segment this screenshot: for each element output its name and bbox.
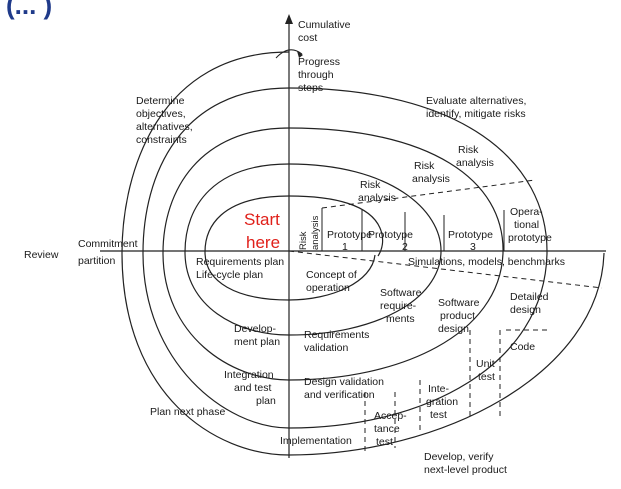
risk-analysis-2a: Risk	[414, 160, 435, 172]
risk-vertical-2: analysis	[310, 215, 321, 250]
act-designval-2: and verification	[304, 389, 375, 401]
prototype-3b: 3	[470, 241, 476, 253]
act-detailed-2: design	[510, 304, 541, 316]
spiral-ring-2	[184, 163, 442, 336]
prototype-op-3: prototype	[508, 232, 552, 244]
plan-requirements-2: Life-cycle plan	[196, 269, 263, 281]
act-accept-3: test	[376, 436, 393, 448]
plan-integration-1: Integration	[224, 369, 274, 381]
label-progress-2: through	[298, 69, 334, 81]
act-concept-1: Concept of	[306, 269, 357, 281]
prototype-3a: Prototype	[448, 229, 493, 241]
label-plan-next: Plan next phase	[150, 406, 225, 418]
vertical-axis-arrowhead	[285, 14, 293, 24]
risk-analysis-3b: analysis	[456, 157, 494, 169]
spiral-ring-4	[142, 87, 548, 429]
act-swprod-3: design	[438, 323, 469, 335]
act-swreq-3: ments	[386, 313, 415, 325]
spiral-ring-5	[121, 51, 605, 456]
label-partition: partition	[78, 255, 116, 267]
act-integ-2: gration	[426, 396, 458, 408]
act-accept-1: Accep-	[374, 410, 407, 422]
spiral-ring-1	[204, 195, 376, 301]
label-here: here	[246, 233, 280, 252]
plan-development-2: ment plan	[234, 336, 280, 348]
plan-integration-3: plan	[256, 395, 276, 407]
act-detailed-1: Detailed	[510, 291, 549, 303]
act-swreq-1: Software	[380, 287, 422, 299]
prototype-1a: Prototype	[327, 229, 372, 241]
prototype-op-2: tional	[514, 219, 539, 231]
prototype-2b: 2	[402, 241, 408, 253]
risk-analysis-1b: analysis	[358, 192, 396, 204]
act-designval-1: Design validation	[304, 376, 384, 388]
label-progress-3: steps	[298, 82, 323, 94]
label-tr-1: Evaluate alternatives,	[426, 95, 526, 107]
dash-simulations	[288, 250, 603, 289]
label-start: Start	[244, 210, 280, 229]
act-concept-2: operation	[306, 282, 350, 294]
act-swreq-2: require-	[380, 300, 417, 312]
rotation-arrowhead	[297, 51, 303, 58]
label-tl-2: objectives,	[136, 108, 186, 120]
label-review: Review	[24, 249, 59, 261]
spiral-ring-1-right	[288, 195, 384, 257]
label-tl-3: alternatives,	[136, 121, 193, 133]
prototype-1b: 1	[342, 241, 348, 253]
label-simulations: Simulations, models, benchmarks	[408, 256, 565, 268]
act-swprod-2: product	[440, 310, 475, 322]
risk-analysis-vertical: Risk analysis	[298, 215, 321, 250]
act-swprod-1: Software	[438, 297, 480, 309]
risk-analysis-2b: analysis	[412, 173, 450, 185]
rotation-arrow	[275, 49, 303, 59]
act-reqval-2: validation	[304, 342, 349, 354]
plan-requirements-1: Requirements plan	[196, 256, 284, 268]
prototype-2a: Prototype	[368, 229, 413, 241]
risk-analysis-3a: Risk	[458, 144, 479, 156]
label-cost: cost	[298, 32, 317, 44]
label-develop-2: next-level product	[424, 464, 507, 476]
label-cumulative: Cumulative	[298, 19, 351, 31]
risk-vertical-1: Risk	[298, 231, 309, 250]
risk-analysis-1a: Risk	[360, 179, 381, 191]
spiral-ring-3	[162, 127, 504, 381]
label-develop-1: Develop, verify	[424, 451, 494, 463]
label-tl-4: constraints	[136, 134, 187, 146]
label-progress-1: Progress	[298, 56, 340, 68]
label-tl-1: Determine	[136, 95, 185, 107]
act-reqval-1: Requirements	[304, 329, 369, 341]
header-fragment: (... )	[6, 0, 52, 20]
act-code: Code	[510, 341, 535, 353]
act-implementation: Implementation	[280, 435, 352, 447]
act-accept-2: tance	[374, 423, 400, 435]
prototype-op-1: Opera-	[510, 206, 543, 218]
plan-development-1: Develop-	[234, 323, 277, 335]
act-integ-3: test	[430, 409, 447, 421]
label-commitment: Commitment	[78, 238, 138, 250]
act-unit-2: test	[478, 371, 495, 383]
plan-integration-2: and test	[234, 382, 271, 394]
act-integ-1: Inte-	[428, 383, 450, 395]
label-tr-2: identify, mitigate risks	[426, 108, 526, 120]
act-unit-1: Unit	[476, 358, 495, 370]
